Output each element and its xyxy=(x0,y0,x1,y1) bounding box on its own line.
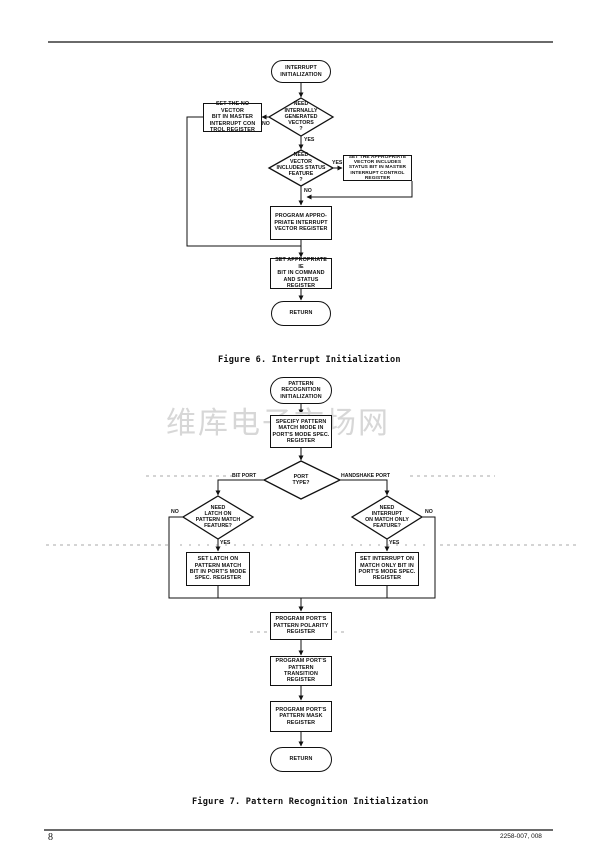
connector xyxy=(306,181,413,200)
set-no-vector-box: SET THE NO VECTOR BIT IN MASTER INTERRUP… xyxy=(203,101,262,133)
connector xyxy=(186,116,301,247)
start-terminal: PATTERN RECOGNITION INITIALIZATION xyxy=(270,377,332,404)
program-mask-box: PROGRAM PORT'S PATTERN MASK REGISTER xyxy=(270,701,332,732)
program-transition-box: PROGRAM PORT'S PATTERN TRANSITION REGIST… xyxy=(270,656,332,686)
scan-artifacts xyxy=(46,475,580,633)
decision-diamond-port-type xyxy=(262,460,342,500)
label-yes: YES xyxy=(220,540,231,546)
decision-status-text: NEED VECTOR INCLUDES STATUS FEATURE ? xyxy=(276,152,326,184)
connector xyxy=(301,516,436,599)
label-bit-port: BIT PORT xyxy=(232,473,257,479)
return-terminal: RETURN xyxy=(271,301,331,326)
program-polarity-box: PROGRAM PORT'S PATTERN POLARITY REGISTER xyxy=(270,612,332,640)
program-vector-register-box: PROGRAM APPRO- PRIATE INTERRUPT VECTOR R… xyxy=(270,206,332,240)
label-handshake-port: HANDSHAKE PORT xyxy=(341,473,390,479)
decision-diamond-latch xyxy=(181,495,255,540)
decision-diamond-interrupt xyxy=(350,495,424,540)
decision-internal-vectors-text: NEED INTERNALLY GENERATED VECTORS ? xyxy=(284,101,318,133)
label-yes: YES xyxy=(332,160,343,166)
connector xyxy=(168,516,301,599)
decision-interrupt-text: NEED INTERRUPT ON MATCH ONLY FEATURE? xyxy=(365,504,409,530)
label-no: NO xyxy=(262,121,270,127)
decision-latch-text: NEED LATCH ON PATTERN MATCH FEATURE? xyxy=(195,504,241,530)
label-no: NO xyxy=(171,509,179,515)
decision-diamond-status xyxy=(267,149,335,187)
set-ie-bit-box: SET APPROPRIATE IE BIT IN COMMAND AND ST… xyxy=(270,257,332,289)
return-terminal: RETURN xyxy=(270,747,332,772)
label-yes: YES xyxy=(304,137,315,143)
figure-6-caption: Figure 6. Interrupt Initialization xyxy=(218,355,401,365)
connector xyxy=(215,479,264,496)
decision-port-type-text: PORT TYPE? xyxy=(292,473,310,486)
start-terminal: INTERRUPT INITIALIZATION xyxy=(271,60,331,83)
connector xyxy=(340,479,390,496)
set-interrupt-match-box: SET INTERRUPT ON MATCH ONLY BIT IN PORT'… xyxy=(355,552,419,586)
label-yes: YES xyxy=(389,540,400,546)
specify-pattern-mode-box: SPECIFY PATTERN MATCH MODE IN PORT'S MOD… xyxy=(270,415,332,448)
label-no: NO xyxy=(304,188,312,194)
page-number: 8 xyxy=(48,832,53,843)
label-no: NO xyxy=(425,509,433,515)
document-number: 2258-007, 008 xyxy=(500,833,542,840)
figure-7-caption: Figure 7. Pattern Recognition Initializa… xyxy=(192,797,429,807)
set-latch-box: SET LATCH ON PATTERN MATCH BIT IN PORT'S… xyxy=(186,552,250,586)
set-vector-status-box: SET THE APPROPRIATE VECTOR INCLUDES STAT… xyxy=(343,155,412,181)
decision-diamond-internal-vectors xyxy=(267,97,335,137)
